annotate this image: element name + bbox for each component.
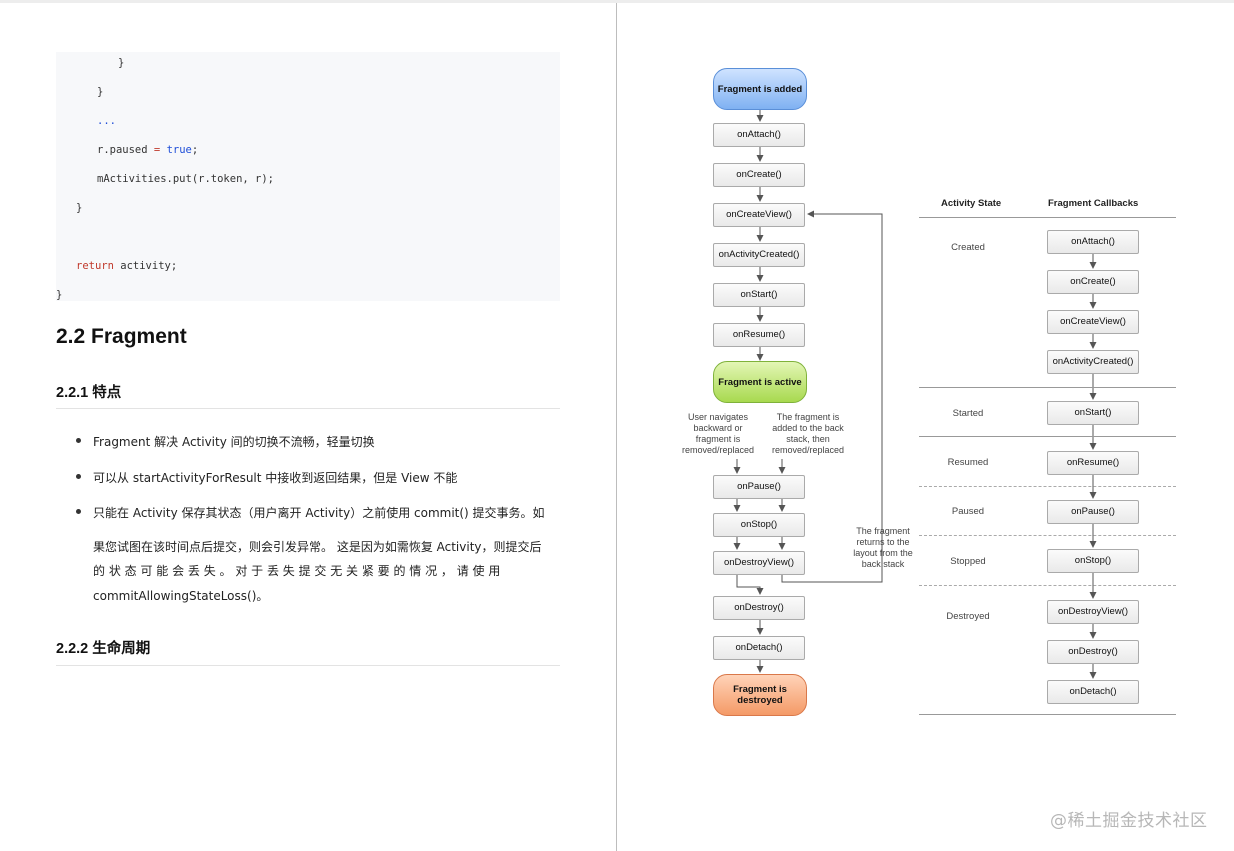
table-header-activity-state: Activity State — [941, 198, 1002, 209]
table-rule — [919, 217, 1176, 218]
code-block: } } ... r.paused = true; mActivities.put… — [56, 52, 560, 301]
code-line: ... — [97, 115, 116, 127]
page-divider — [616, 3, 617, 851]
viewer-top-bar — [0, 0, 1234, 3]
section-heading: 2.2 Fragment — [56, 325, 187, 348]
watermark: @稀土掘金技术社区 — [1050, 811, 1208, 831]
on-destroy-view-node: onDestroyView() — [713, 551, 805, 575]
bullet-dot — [76, 474, 81, 479]
callback-on-create: onCreate() — [1047, 270, 1139, 294]
subsection-heading-features: 2.2.1 特点 — [56, 385, 122, 401]
table-header-fragment-callbacks: Fragment Callbacks — [1048, 198, 1139, 209]
on-pause-node: onPause() — [713, 475, 805, 499]
table-dashed-rule — [919, 535, 1176, 536]
heading-rule — [56, 408, 560, 409]
list-item-continued: commitAllowingStateLoss()。 — [93, 589, 269, 603]
callback-on-start: onStart() — [1047, 401, 1139, 425]
code-line: } — [76, 202, 83, 214]
on-create-view-node: onCreateView() — [713, 203, 805, 227]
subsection-heading-lifecycle: 2.2.2 生命周期 — [56, 641, 151, 657]
on-attach-node: onAttach() — [713, 123, 805, 147]
on-activity-created-node: onActivityCreated() — [713, 243, 805, 267]
code-line: } — [97, 86, 104, 98]
table-rule — [919, 714, 1176, 715]
on-resume-node: onResume() — [713, 323, 805, 347]
table-rule — [919, 387, 1176, 388]
state-created: Created — [951, 242, 985, 253]
state-paused: Paused — [951, 506, 985, 517]
note-navigate-back: User navigates backward or fragment is r… — [681, 412, 755, 455]
code-line: mActivities.put(r.token, r); — [97, 173, 275, 185]
bullet-dot — [76, 509, 81, 514]
code-line: return activity; — [76, 260, 178, 272]
heading-rule — [56, 665, 560, 666]
fragment-added-state: Fragment is added — [713, 68, 807, 110]
callback-on-activity-created: onActivityCreated() — [1047, 350, 1139, 374]
table-dashed-rule — [919, 486, 1176, 487]
bullet-dot — [76, 438, 81, 443]
on-destroy-node: onDestroy() — [713, 596, 805, 620]
callback-on-resume: onResume() — [1047, 451, 1139, 475]
on-stop-node: onStop() — [713, 513, 805, 537]
callback-on-attach: onAttach() — [1047, 230, 1139, 254]
list-item: 可以从 startActivityForResult 中接收到返回结果，但是 V… — [93, 471, 458, 485]
callback-on-destroy: onDestroy() — [1047, 640, 1139, 664]
state-started: Started — [952, 408, 984, 419]
table-rule — [919, 436, 1176, 437]
state-resumed: Resumed — [947, 457, 989, 468]
callback-on-stop: onStop() — [1047, 549, 1139, 573]
callback-on-destroy-view: onDestroyView() — [1047, 600, 1139, 624]
code-line: } — [56, 289, 63, 301]
callback-on-detach: onDetach() — [1047, 680, 1139, 704]
state-destroyed: Destroyed — [946, 611, 990, 622]
on-start-node: onStart() — [713, 283, 805, 307]
list-item-continued: 果您试图在该时间点后提交，则会引发异常。 这是因为如需恢复 Activity，则… — [93, 540, 542, 554]
callback-on-create-view: onCreateView() — [1047, 310, 1139, 334]
code-line: r.paused = true; — [97, 144, 199, 156]
note-back-stack: The fragment is added to the back stack,… — [771, 412, 845, 455]
list-item-continued: 的 状 态 可 能 会 丢 失 。 对 于 丢 失 提 交 无 关 紧 要 的 … — [93, 564, 501, 578]
fragment-active-state: Fragment is active — [713, 361, 807, 403]
code-line: } — [118, 57, 125, 69]
note-return-from-stack: The fragment returns to the layout from … — [853, 526, 913, 569]
table-dashed-rule — [919, 585, 1176, 586]
on-create-node: onCreate() — [713, 163, 805, 187]
on-detach-node: onDetach() — [713, 636, 805, 660]
state-stopped: Stopped — [950, 556, 986, 567]
callback-on-pause: onPause() — [1047, 500, 1139, 524]
list-item: Fragment 解决 Activity 间的切换不流畅，轻量切换 — [93, 435, 375, 449]
fragment-destroyed-state: Fragment is destroyed — [713, 674, 807, 716]
list-item: 只能在 Activity 保存其状态（用户离开 Activity）之前使用 co… — [93, 506, 545, 520]
